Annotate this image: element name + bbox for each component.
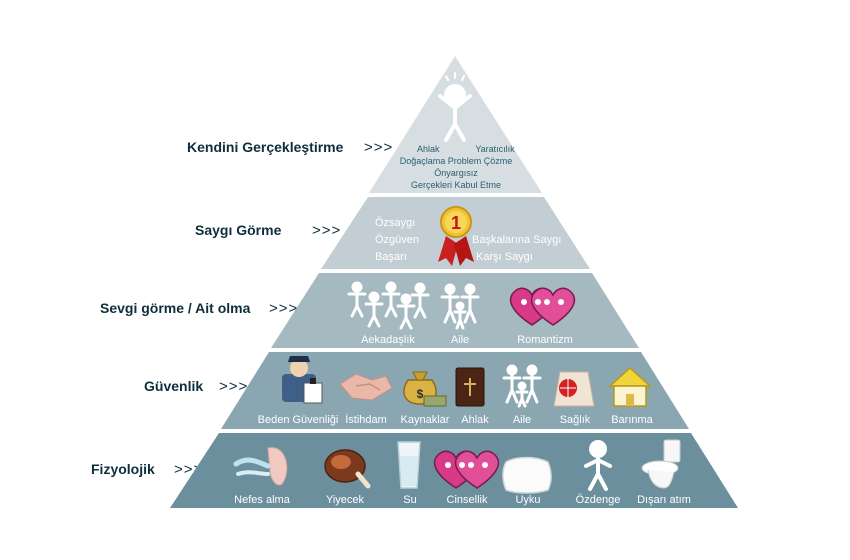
safety-item-employment: İstihdam: [345, 413, 387, 426]
safety-item-morality: Ahlak: [461, 414, 489, 426]
tier-safety: [221, 352, 689, 429]
esteem-item-confidence: Özgüven: [375, 234, 419, 246]
esteem-item-success: Başarı: [375, 251, 407, 263]
family-icon: [502, 364, 542, 408]
safety-item-body-security: Beden Güvenliği: [258, 414, 339, 426]
hearts-couple-icon: [509, 287, 576, 326]
friends-group-icon: [347, 281, 430, 330]
safety-item-shelter: Barınma: [611, 414, 653, 426]
pillow-icon: [502, 456, 552, 494]
phys-item-homeostasis: Özdenge: [576, 494, 621, 506]
top-item-acceptance: Gerçekleri Kabul Etme: [411, 180, 501, 190]
toilet-icon: [641, 439, 681, 489]
phys-item-breathing: Nefes alma: [234, 494, 291, 506]
esteem-item-respect-others: Başkalarına Saygı: [472, 234, 561, 246]
esteem-item-self-respect: Özsaygı: [375, 217, 415, 229]
level-arrows-love-belonging: >>>: [269, 300, 299, 317]
food-icon: [324, 449, 371, 489]
phys-item-excretion: Dışarı atım: [637, 494, 691, 506]
health-heart-icon: [553, 371, 595, 407]
svg-text:$: $: [417, 387, 424, 401]
bible-icon: [455, 367, 485, 407]
esteem-item-mutual-respect: Karşı Saygı: [476, 251, 533, 263]
top-item-ahlak: Ahlak: [417, 144, 440, 154]
phys-item-sleep: Uyku: [515, 494, 540, 506]
level-label-physiological: Fizyolojik: [91, 461, 155, 477]
phys-item-food: Yiyecek: [326, 494, 365, 506]
breath-icon: [233, 447, 288, 486]
safety-item-resources: Kaynaklar: [401, 414, 450, 426]
top-item-unbiased: Önyargısız: [434, 168, 478, 178]
love-item-friendship: Aekadaşlık: [361, 334, 415, 346]
award-ribbon-icon: 1: [438, 206, 474, 266]
love-item-romance: Romantizm: [517, 334, 573, 346]
level-arrows-self-actualization: >>>: [364, 139, 394, 156]
handshake-icon: [339, 373, 393, 401]
top-item-problem-solving: Doğaçlama Problem Çözme: [400, 156, 513, 166]
level-label-love-belonging: Sevgi görme / Ait olma: [100, 300, 251, 316]
house-icon: [608, 366, 652, 407]
water-glass-icon: [397, 441, 421, 489]
balance-figure-icon: [584, 440, 612, 491]
phys-item-sexuality: Cinsellik: [447, 494, 488, 506]
money-bag-icon: $: [403, 371, 447, 407]
level-arrows-esteem: >>>: [312, 222, 342, 239]
family-icon: [440, 283, 480, 330]
hearts-couple-icon: [433, 450, 500, 489]
safety-item-family: Aile: [513, 414, 531, 426]
safety-item-health: Sağlık: [560, 414, 591, 426]
top-item-creativity: Yaratıcılık: [475, 144, 515, 154]
love-item-family: Aile: [451, 334, 469, 346]
level-label-esteem: Saygı Görme: [195, 222, 282, 238]
security-guard-icon: [282, 356, 323, 404]
phys-item-water: Su: [403, 494, 416, 506]
stick-figure-icon: [438, 72, 472, 142]
level-arrows-safety: >>>: [219, 378, 249, 395]
level-label-safety: Güvenlik: [144, 378, 204, 394]
level-label-self-actualization: Kendini Gerçekleştirme: [187, 139, 344, 155]
award-number: 1: [451, 213, 461, 233]
